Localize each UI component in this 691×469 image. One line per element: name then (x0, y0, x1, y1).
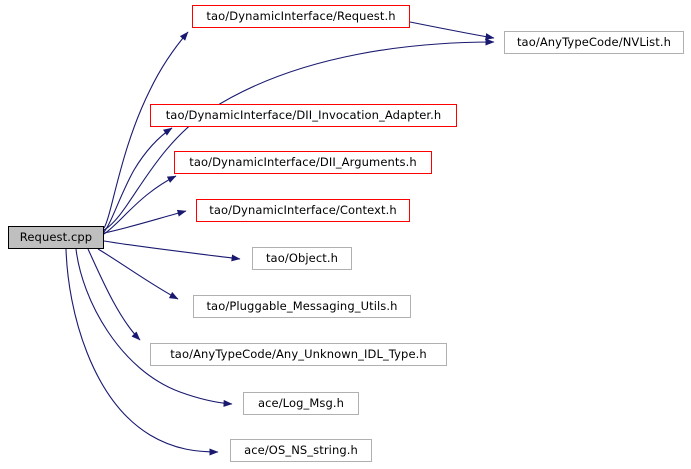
graph-node-label: tao/DynamicInterface/DII_Invocation_Adap… (165, 107, 442, 122)
edge-request-cpp-to-di-context-h (103, 209, 187, 234)
graph-node-log_msg_h[interactable]: ace/Log_Msg.h (243, 392, 359, 415)
edge-request-cpp-to-os-ns-string-h (65, 248, 219, 456)
edge-request-cpp-to-dii-arguments-h (103, 175, 177, 235)
graph-node-label: Request.cpp (19, 229, 93, 244)
edge-request-cpp-to-dii-invocation-adapter-h (103, 127, 173, 233)
graph-node-dii_arguments_h[interactable]: tao/DynamicInterface/DII_Arguments.h (174, 151, 432, 174)
graph-node-label: tao/DynamicInterface/DII_Arguments.h (189, 154, 417, 169)
graph-node-label: tao/AnyTypeCode/NVList.h (516, 34, 672, 49)
graph-node-object_h[interactable]: tao/Object.h (252, 247, 352, 270)
graph-node-di_request_h[interactable]: tao/DynamicInterface/Request.h (192, 5, 410, 28)
edge-paths (65, 21, 495, 456)
graph-node-label: tao/DynamicInterface/Request.h (206, 8, 396, 23)
graph-node-label: tao/DynamicInterface/Context.h (209, 202, 397, 217)
edge-request-cpp-to-any-unknown-idl-type-h (87, 248, 141, 341)
graph-node-nvlist_h[interactable]: tao/AnyTypeCode/NVList.h (504, 31, 684, 54)
graph-node-label: ace/OS_NS_string.h (244, 442, 358, 457)
edge-request-cpp-to-pluggable-messaging-utils-h (97, 248, 179, 300)
graph-node-pluggable_messaging_utils_h[interactable]: tao/Pluggable_Messaging_Utils.h (193, 295, 411, 318)
graph-node-label: tao/Pluggable_Messaging_Utils.h (206, 298, 398, 313)
edge-di-request-h-to-nvlist-h (409, 21, 495, 41)
edge-request-cpp-to-object-h (103, 240, 241, 262)
graph-node-request_cpp[interactable]: Request.cpp (8, 226, 104, 249)
edge-request-cpp-to-di-request-h (103, 31, 189, 229)
graph-node-dii_invocation_adapter_h[interactable]: tao/DynamicInterface/DII_Invocation_Adap… (150, 104, 457, 127)
graph-node-any_unknown_idl_type_h[interactable]: tao/AnyTypeCode/Any_Unknown_IDL_Type.h (150, 343, 447, 366)
edge-request-cpp-to-nvlist-h (103, 38, 495, 231)
graph-node-di_context_h[interactable]: tao/DynamicInterface/Context.h (196, 199, 410, 222)
graph-node-os_ns_string_h[interactable]: ace/OS_NS_string.h (230, 439, 372, 462)
graph-node-label: tao/AnyTypeCode/Any_Unknown_IDL_Type.h (170, 346, 427, 361)
edge-request-cpp-to-log-msg-h (75, 248, 233, 407)
graph-node-label: tao/Object.h (265, 250, 339, 265)
graph-node-label: ace/Log_Msg.h (257, 395, 345, 410)
